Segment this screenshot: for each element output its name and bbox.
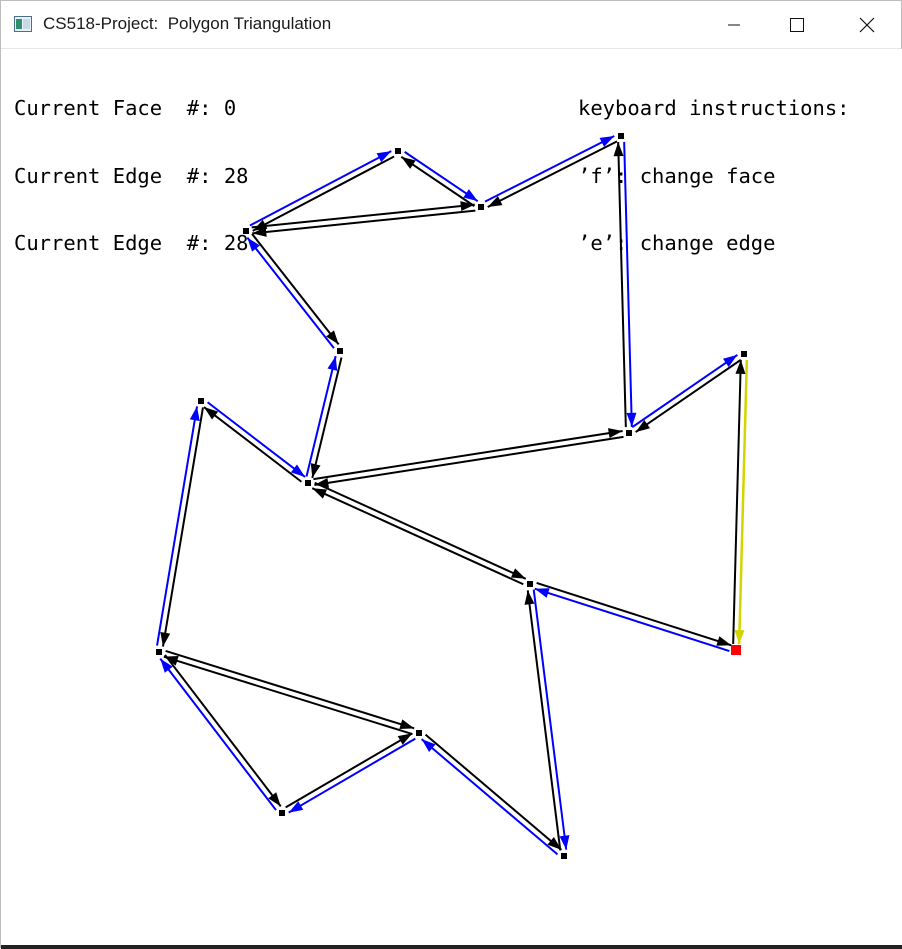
twin-half-edge [732, 359, 746, 644]
gl-canvas[interactable] [2, 49, 902, 945]
twin-half-edge [160, 407, 204, 647]
twin-half-edge [400, 156, 475, 207]
current-face-label: Current Face #: 0 [14, 96, 237, 120]
diagonal-half-edge [314, 435, 624, 488]
diagonal-half-edge [313, 428, 623, 481]
window-bottom-border [1, 945, 902, 949]
instruction-e: ’e’: change edge [578, 231, 776, 255]
diagonal-half-edge [311, 487, 524, 586]
twin-half-edge [524, 590, 562, 851]
twin-half-edge [487, 140, 618, 208]
twin-half-edge [164, 654, 282, 808]
diagonal-half-edge [165, 649, 415, 730]
twin-half-edge [203, 406, 303, 483]
instructions-panel: keyboard instructions: ’f’: change face … [578, 52, 850, 300]
vertex [156, 649, 162, 655]
instructions-title: keyboard instructions: [578, 96, 850, 120]
maximize-button[interactable] [767, 1, 827, 48]
maximize-icon [790, 17, 804, 32]
vertex [741, 351, 747, 357]
window-title: CS518-Project: Polygon Triangulation [43, 14, 332, 33]
inner-half-edge [404, 151, 479, 202]
current-edge-label: Current Edge #: 28 [14, 163, 249, 188]
twin-half-edge [285, 732, 413, 809]
inner-half-edge [532, 589, 570, 850]
inner-half-edge [249, 150, 392, 227]
twin-half-edge [310, 357, 343, 479]
title-bar[interactable]: CS518-Project: Polygon Triangulation [1, 1, 901, 49]
inner-half-edge [623, 141, 637, 427]
diagonal-half-edge [163, 655, 413, 736]
close-icon [859, 17, 875, 32]
current-edge-label-2: Current Edge #: 28 [14, 231, 249, 255]
vertex [561, 853, 567, 859]
inner-half-edge [420, 738, 559, 856]
twin-half-edge [251, 233, 340, 346]
twin-half-edge [424, 733, 563, 851]
opengl-app-icon [14, 16, 32, 32]
inner-half-edge [305, 355, 338, 477]
current-half-edge [734, 360, 749, 645]
inner-half-edge [631, 354, 738, 428]
vertex [243, 228, 249, 234]
twin-half-edge [635, 359, 742, 433]
diagonal-half-edge [314, 481, 527, 580]
inner-half-edge [159, 657, 277, 811]
vertex [279, 810, 285, 816]
inner-half-edge [484, 135, 615, 203]
inner-half-edge [534, 587, 730, 652]
diagonal-half-edge [252, 209, 476, 237]
vertex [626, 430, 632, 436]
vertex [305, 480, 311, 486]
inner-half-edge [156, 406, 200, 646]
vertex [478, 204, 484, 210]
vertex [337, 348, 343, 354]
inner-half-edge [288, 737, 416, 814]
current-vertex [731, 645, 741, 655]
close-button[interactable] [837, 1, 897, 48]
vertex [198, 398, 204, 404]
vertex [395, 148, 401, 154]
inner-half-edge [246, 236, 335, 349]
minimize-button[interactable] [704, 1, 764, 48]
twin-half-edge [613, 142, 627, 428]
vertex [527, 581, 533, 587]
minimize-icon [728, 24, 740, 25]
status-panel: Current Face #: 0 Current Edge #: 28 Cur… [14, 52, 249, 300]
diagonal-half-edge [251, 201, 475, 229]
instruction-f: ’f’: change face [578, 163, 776, 188]
inner-half-edge [206, 401, 306, 478]
twin-half-edge [536, 582, 732, 647]
vertex [416, 730, 422, 736]
vertex [618, 133, 624, 139]
